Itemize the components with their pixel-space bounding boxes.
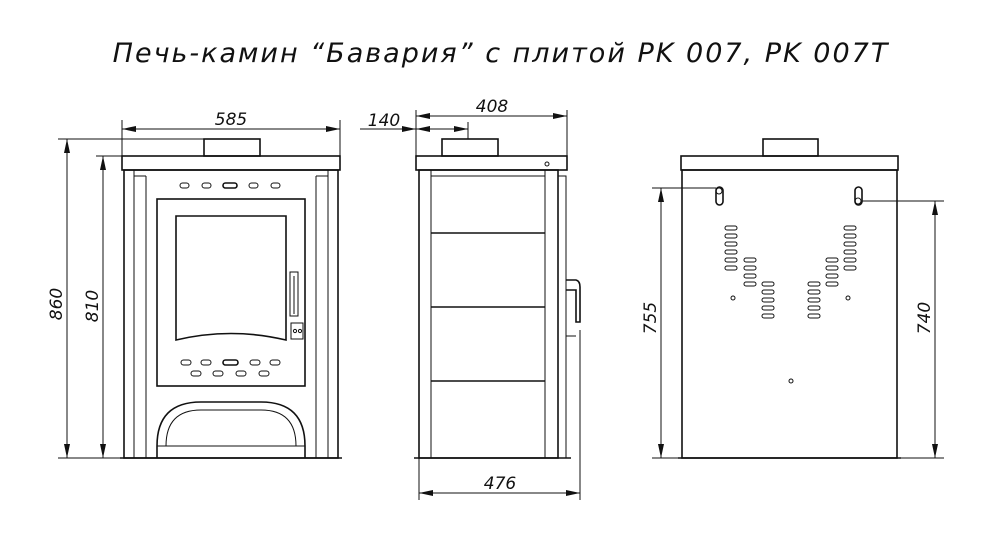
dim-width-585: 585 — [121, 110, 341, 156]
side-body — [418, 169, 559, 459]
front-bottom-vents — [180, 359, 281, 377]
side-flue-collar — [441, 138, 499, 157]
back-vent-slots — [724, 225, 857, 384]
back-flue-collar — [762, 138, 819, 157]
dim-top-408: 408 — [415, 97, 568, 156]
front-flue-collar — [203, 138, 261, 157]
dim-755-label: 755 — [641, 302, 661, 334]
dim-476-label: 476 — [484, 474, 517, 494]
dim-height-860: 860 — [47, 138, 204, 459]
front-view: 585 860 810 — [47, 110, 342, 459]
front-door-handle — [289, 271, 299, 317]
back-top-plate — [680, 155, 899, 171]
front-door — [156, 198, 306, 387]
front-ash-arch — [156, 401, 306, 458]
side-top-plate — [415, 155, 568, 171]
front-top-plate — [121, 155, 341, 171]
side-door-handle — [566, 279, 581, 323]
dim-height-755: 755 — [641, 187, 716, 459]
dim-860-label: 860 — [47, 288, 67, 320]
dim-585-label: 585 — [215, 110, 247, 130]
back-view: 755 740 — [641, 138, 944, 459]
dim-height-740: 740 — [862, 200, 944, 459]
dim-740-label: 740 — [915, 302, 935, 334]
side-view: 408 140 476 — [360, 97, 581, 500]
back-body — [681, 169, 898, 459]
dim-base-476: 476 — [418, 330, 581, 500]
back-mount-slots — [715, 186, 863, 206]
dim-810-label: 810 — [83, 290, 103, 322]
dim-height-810: 810 — [83, 155, 122, 458]
dim-140-label: 140 — [368, 111, 400, 131]
drawing-title: Печь-камин “Бавария” с плитой PK 007, PK… — [112, 38, 890, 69]
front-top-vents — [179, 182, 281, 189]
dim-offset-140: 140 — [360, 111, 469, 139]
front-body — [123, 169, 339, 459]
dim-408-label: 408 — [476, 97, 509, 117]
front-door-glass — [175, 215, 287, 342]
